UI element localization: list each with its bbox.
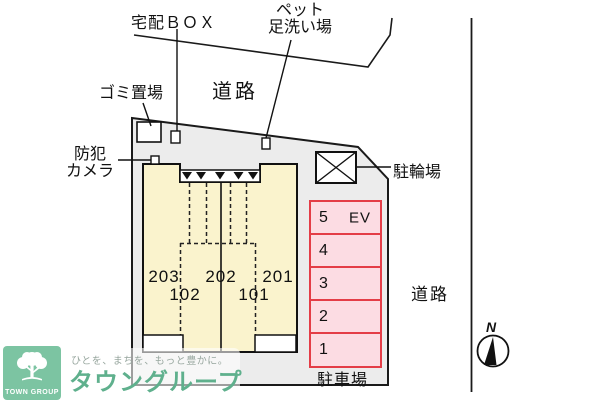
parking-stall-3: 3 <box>309 266 382 301</box>
town-group-logo: TOWN GROUP <box>3 346 61 400</box>
road-edge-top-line <box>133 17 393 68</box>
garbage-area-box <box>136 121 162 143</box>
pet-wash-marker <box>261 137 271 150</box>
security-camera-label: 防犯 カメラ <box>62 146 118 180</box>
building-notch-right <box>254 334 297 353</box>
brand-tagline: ひとを、まちを、もっと豊かに。 <box>71 356 229 367</box>
parking-stall-number: 2 <box>319 307 328 325</box>
security-camera-marker <box>150 155 160 165</box>
parking-lot-label: 駐車場 <box>317 372 369 389</box>
unit-label-201: 201 <box>262 267 294 286</box>
road-top-label: 道路 <box>212 81 258 103</box>
unit-label-101: 101 <box>238 285 270 304</box>
delivery-box-label: 宅配ＢＯＸ <box>131 15 217 32</box>
logo-wordmark: TOWN GROUP <box>5 389 59 396</box>
unit-label-202: 202 <box>205 267 237 286</box>
parking-stall-2: 2 <box>309 299 382 334</box>
building-outline <box>142 163 298 353</box>
parking-stall-number: 5 <box>319 208 328 226</box>
security-camera-label-line2: カメラ <box>65 163 114 180</box>
parking-stall-ev-tag: EV <box>348 209 371 226</box>
garbage-area-label: ゴミ置場 <box>99 85 164 102</box>
brand-company-name: タウングループ <box>69 369 243 396</box>
bicycle-parking-label: 駐輪場 <box>393 164 442 181</box>
leader-lines <box>118 29 391 168</box>
watermark-background <box>62 348 240 392</box>
north-label: N <box>486 319 497 335</box>
pet-wash-label: ペット 足洗い場 <box>256 2 344 36</box>
unit-label-102: 102 <box>169 285 201 304</box>
tree-icon <box>17 352 47 381</box>
parking-stall-number: 3 <box>319 274 328 292</box>
road-right-label: 道路 <box>411 285 449 304</box>
bicycle-parking-box <box>315 151 357 184</box>
pet-wash-label-line1: ペット <box>275 2 324 19</box>
entrance-door-triangles <box>182 172 258 180</box>
parking-stall-4: 4 <box>309 233 382 268</box>
delivery-box-marker <box>170 130 181 144</box>
parking-stall-5: 5 EV <box>309 200 382 235</box>
security-camera-label-line1: 防犯 <box>73 146 106 163</box>
pet-wash-label-line2: 足洗い場 <box>267 19 332 36</box>
unit-label-203: 203 <box>148 267 180 286</box>
unit-divider-dashed-lines <box>179 183 257 335</box>
north-compass <box>476 334 510 368</box>
parking-stall-number: 4 <box>319 241 328 259</box>
parking-stall-1: 1 <box>309 332 382 368</box>
parking-stall-number: 1 <box>319 341 328 358</box>
